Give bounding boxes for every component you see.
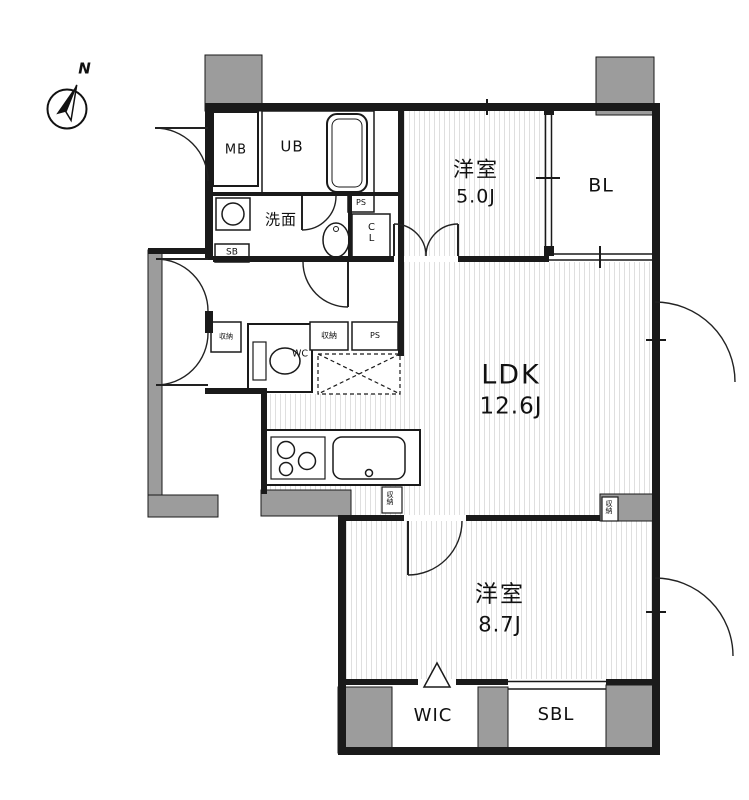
room-label-ldk-name: LDK [481,359,541,391]
window-sbl [508,680,606,690]
wic-fold-door [422,661,452,688]
fixtures [210,110,619,522]
label-closet: CL [366,222,377,244]
label-storage-hall: 収納 [321,331,337,340]
burner [276,440,296,460]
stove [270,436,326,480]
label-storage-kitchen: 収納 [386,491,394,505]
bathtub [326,113,368,193]
refrigerator-space [317,353,401,395]
walls [148,103,660,755]
room-label-western2-name: 洋室 [475,581,525,608]
toilet-bowl [269,347,301,375]
north-label: N [78,59,92,78]
label-pipe-space-top: PS [356,198,366,207]
storage-box-hall [309,321,349,351]
door-western1-left [393,223,427,257]
faucet [364,468,374,478]
door-western2-entry [407,520,463,576]
room-label-balcony: BL [588,174,614,197]
wash-basin [322,222,350,258]
label-unit-bath: UB [280,137,304,156]
burner [278,461,294,477]
room-label-ldk-size: 12.6J [479,393,543,420]
room-label-western1-name: 洋室 [453,157,499,182]
storage-box-small [210,321,242,353]
compass [46,84,88,130]
label-pipe-space-hall: PS [370,331,380,340]
door-ldk-right [654,301,736,383]
label-washroom: 洗面 [264,210,298,229]
label-storage-hall-small: 収納 [219,332,233,341]
storage-box-ldk-right [601,496,619,522]
door-unit-bath [301,195,337,231]
door-entrance-lower [155,332,209,386]
room-label-western1-size: 5.0J [456,185,496,208]
label-shoe-box: SB [226,247,238,258]
label-toilet: WC [291,348,309,360]
kitchen-counter [264,429,421,486]
burner [297,451,317,471]
door-arcs [154,127,736,657]
door-western2-right [654,577,734,657]
toilet-tank [252,341,267,381]
label-storage-ldk: 収納 [605,500,613,514]
concrete-pillars [147,54,655,754]
room-floor-western1 [404,109,549,256]
washing-machine [215,197,251,231]
label-meter-box: MB [224,142,248,158]
toilet-room [247,323,313,393]
room-floor-ldk [404,262,652,515]
room-label-sbl: SBL [537,704,575,725]
closet-box [351,213,391,259]
door-western1-right [425,223,459,257]
room-label-wic: WIC [413,705,453,726]
kitchen-sink [332,436,406,480]
door-meterbox [154,127,209,182]
door-washroom [302,261,349,308]
door-entrance-upper [155,258,209,312]
meter-box [212,111,259,187]
room-label-western2-size: 8.7J [478,612,522,637]
storage-box-kitchen [381,486,403,514]
room-floor-western2 [346,521,652,679]
wall-ticks [486,99,666,613]
